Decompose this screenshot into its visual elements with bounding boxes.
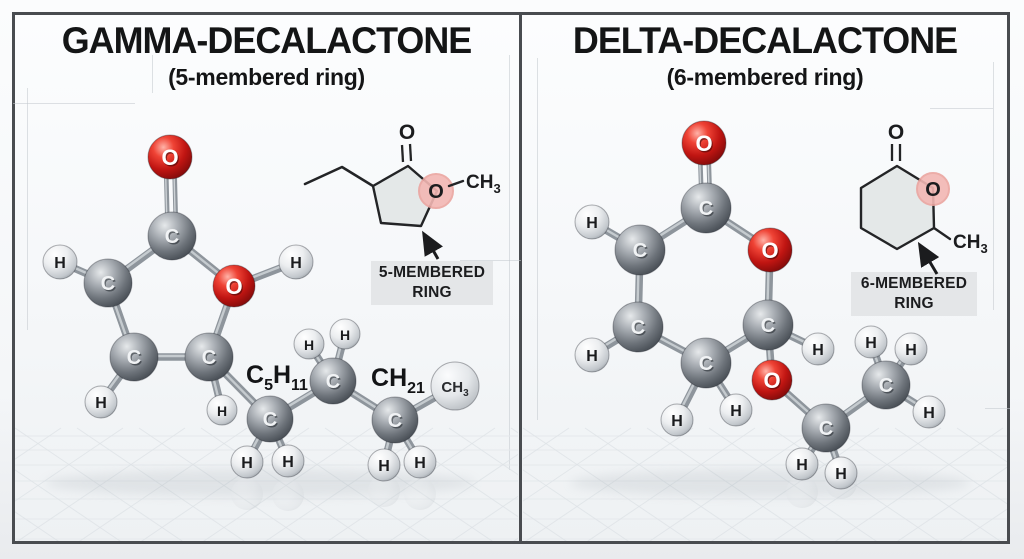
ring-callout-line1: 5-MEMBERED (378, 264, 486, 281)
ring-callout-line2: RING (412, 284, 452, 301)
guide-line (537, 58, 538, 420)
guide-line (152, 55, 153, 93)
delta-title-block: DELTA-DECALACTONE (6-membered ring) (523, 20, 1007, 91)
guide-line (985, 408, 1010, 409)
subtitle-gamma: (5-membered ring) (168, 64, 365, 90)
guide-line (13, 103, 135, 104)
page-title-delta: DELTA-DECALACTONE (572, 20, 958, 61)
subtitle-delta: (6-membered ring) (666, 64, 864, 90)
gamma-title-block: GAMMA-DECALACTONE (5-membered ring) (15, 20, 518, 91)
page-title-gamma: GAMMA-DECALACTONE (61, 20, 472, 61)
guide-line (930, 108, 993, 109)
guide-line (509, 55, 510, 470)
ring-callout-6-membered: 6-MEMBERED RING (851, 272, 977, 316)
panel-divider (519, 15, 522, 541)
guide-line (993, 62, 994, 310)
ring-callout-line1: 6-MEMBERED (860, 275, 968, 292)
ring-callout-5-membered: 5-MEMBERED RING (371, 261, 493, 305)
ring-callout-line2: RING (894, 295, 934, 312)
guide-line (27, 88, 28, 330)
guide-line (460, 260, 521, 261)
